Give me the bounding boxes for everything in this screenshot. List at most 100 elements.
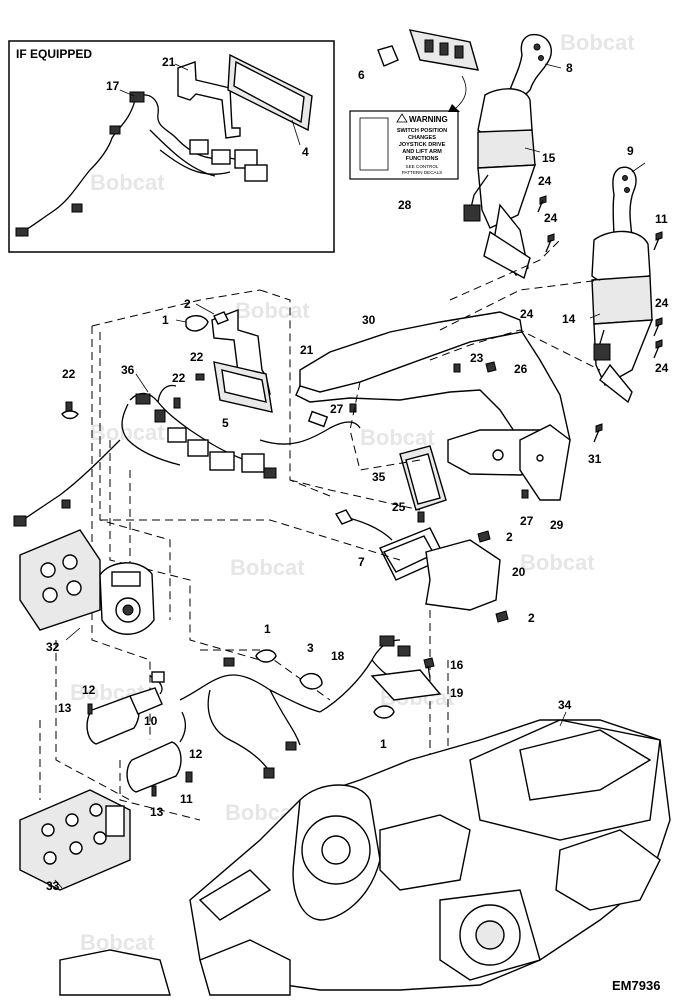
solenoids [86, 671, 193, 797]
svg-text:FUNCTIONS: FUNCTIONS [406, 156, 439, 162]
callout: 4 [302, 145, 309, 159]
callout: 33 [46, 879, 60, 893]
watermark: Bobcat [90, 420, 165, 445]
joystick-base [591, 275, 653, 325]
callout: 9 [627, 144, 634, 158]
connector [463, 204, 481, 222]
callout: 32 [46, 640, 60, 654]
callout: 5 [222, 416, 229, 430]
callout: 2 [184, 297, 191, 311]
callout: 21 [300, 343, 314, 357]
switch-assembly [377, 29, 479, 112]
drawing-code: EM7936 [612, 978, 660, 993]
callout: 6 [358, 68, 365, 82]
callout: 35 [372, 470, 386, 484]
callout: 22 [190, 350, 204, 364]
callout: 1 [162, 313, 169, 327]
callout: 15 [542, 151, 556, 165]
watermark: Bobcat [230, 555, 305, 580]
callout: 10 [144, 714, 158, 728]
rocker-switch [377, 45, 399, 67]
joystick-base [477, 129, 536, 169]
right-joystick [589, 162, 654, 404]
callout: 1 [380, 737, 387, 751]
callout: 24 [520, 307, 534, 321]
callout: 24 [655, 296, 669, 310]
valve-assembly [19, 529, 155, 641]
arrow-icon [448, 104, 460, 112]
svg-text:SWITCH POSITION: SWITCH POSITION [397, 128, 447, 134]
mounting-arm [599, 363, 633, 404]
callout: 3 [307, 641, 314, 655]
callout: 12 [82, 683, 96, 697]
bracket-and-module [175, 303, 273, 413]
callout: 20 [512, 565, 526, 579]
callout: 1 [264, 622, 271, 636]
connector [135, 393, 151, 405]
svg-text:AND LIFT ARM: AND LIFT ARM [402, 149, 442, 155]
wiring-harness [179, 674, 321, 713]
callout: 18 [331, 649, 345, 663]
valve-block [19, 529, 101, 631]
callout: 21 [162, 55, 176, 69]
svg-text:SEE CONTROL: SEE CONTROL [406, 164, 439, 169]
callout: 8 [566, 61, 573, 75]
valve-body [19, 789, 131, 891]
connector [379, 635, 395, 647]
callout: 13 [58, 701, 72, 715]
callout: 31 [588, 452, 602, 466]
callout: 22 [172, 371, 186, 385]
warning-heading: WARNING [409, 115, 448, 124]
callout: 19 [450, 686, 464, 700]
callout: 23 [470, 351, 484, 365]
main-harness [13, 373, 361, 527]
connector [593, 343, 611, 361]
electronics [334, 361, 529, 623]
callout: 11 [180, 792, 193, 806]
bolt [423, 657, 435, 669]
callout: 25 [392, 500, 406, 514]
connector [129, 91, 145, 103]
callout: 14 [562, 312, 576, 326]
svg-text:CHANGES: CHANGES [408, 135, 436, 141]
bracket [177, 61, 241, 139]
watermark: Bobcat [560, 30, 635, 55]
inset-panel: IF EQUIPPED [8, 40, 335, 253]
watermark: Bobcat [360, 425, 435, 450]
mounting-bracket [425, 539, 501, 611]
warning-decal: WARNING SWITCH POSITION CHANGES JOYSTICK… [349, 110, 459, 180]
cable-tie [255, 649, 277, 663]
inset-title: IF EQUIPPED [16, 47, 92, 61]
callouts: 21 17 4 6 8 15 28 9 24 24 11 24 24 24 14… [46, 55, 669, 893]
callout: 22 [62, 367, 76, 381]
callout: 36 [121, 363, 135, 377]
callout: 27 [330, 402, 344, 416]
cross-member [295, 311, 571, 501]
callout: 16 [450, 658, 464, 672]
nut [477, 530, 491, 543]
left-joystick [463, 33, 562, 280]
side-bracket [519, 424, 571, 501]
watermark: Bobcat [235, 298, 310, 323]
callout: 29 [550, 518, 564, 532]
callout: 24 [655, 361, 669, 375]
machine-frame [59, 711, 671, 996]
grommet [185, 315, 209, 332]
callout: 27 [520, 514, 534, 528]
valve-manifold [19, 789, 131, 891]
callout: 30 [362, 313, 376, 327]
callout: 7 [358, 555, 365, 569]
callout: 12 [189, 747, 203, 761]
callout: 17 [106, 79, 120, 93]
callout: 34 [558, 698, 572, 712]
callout: 24 [538, 174, 552, 188]
solenoid-coil [126, 741, 182, 793]
svg-text:PATTERN DECALS: PATTERN DECALS [402, 170, 442, 175]
svg-text:JOYSTICK DRIVE: JOYSTICK DRIVE [399, 142, 446, 148]
callout: 28 [398, 198, 412, 212]
callout: 13 [150, 805, 164, 819]
watermark: Bobcat [90, 170, 165, 195]
callout: 24 [544, 211, 558, 225]
callout: 11 [655, 212, 668, 226]
